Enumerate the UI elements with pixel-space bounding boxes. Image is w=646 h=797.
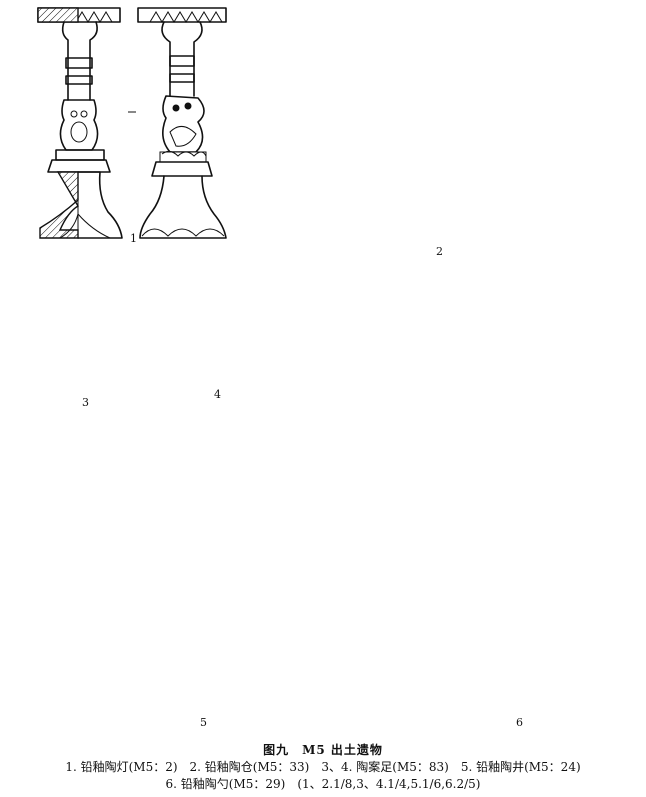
figure-number-ladle: 6 [516, 716, 523, 729]
figure-caption: 图九 M5 出土遗物 1. 铅釉陶灯(M5：2) 2. 铅釉陶仓(M5：33) … [0, 742, 646, 793]
caption-line-1: 1. 铅釉陶灯(M5：2) 2. 铅釉陶仓(M5：33) 3、4. 陶案足(M5… [65, 760, 581, 774]
figure-number-well: 5 [200, 716, 207, 729]
figure-number-lamp: 1 [130, 232, 137, 245]
lamp-drawing [37, 7, 227, 239]
lamp-section [37, 7, 123, 239]
figure-drawing [37, 7, 227, 239]
lamp-elevation [137, 7, 227, 239]
figure-number-table-leg-b: 4 [214, 388, 221, 401]
figure-number-table-leg-a: 3 [82, 396, 89, 409]
figure-number-granary: 2 [436, 245, 443, 258]
caption-line-2: 6. 铅釉陶勺(M5：29) (1、2.1/8,3、4.1/4,5.1/6,6.… [165, 777, 481, 791]
caption-title: 图九 M5 出土遗物 [263, 743, 383, 757]
